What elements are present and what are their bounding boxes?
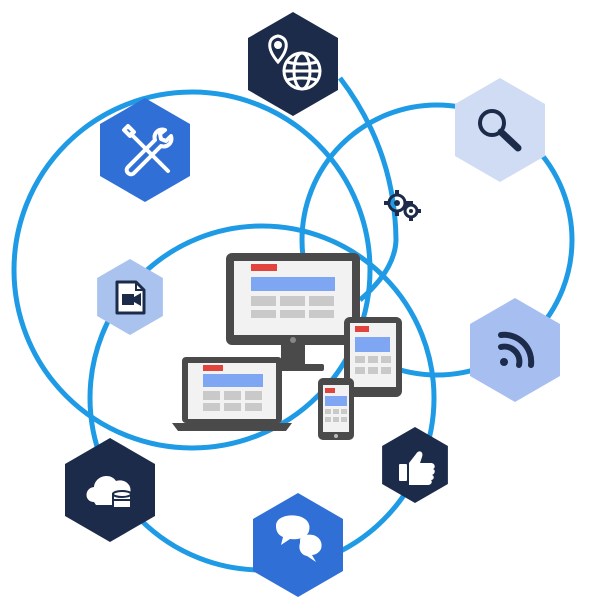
- cloud-database-icon: [86, 476, 132, 509]
- laptop: [172, 357, 292, 431]
- rss-feed-icon: [498, 331, 535, 368]
- hex-chat[interactable]: [253, 493, 343, 597]
- ring-top-arc: [338, 76, 399, 302]
- map-pin-globe-icon: [268, 34, 322, 91]
- desktop-monitor: [226, 253, 360, 371]
- chat-bubbles-icon: [276, 515, 322, 562]
- ring-left: [11, 89, 373, 451]
- magnifier-icon: [478, 109, 522, 152]
- ring-right: [299, 102, 575, 378]
- wrench-screwdriver-icon: [122, 124, 174, 177]
- responsive-devices-icon: [172, 253, 402, 440]
- thumbs-up-icon: [399, 451, 435, 485]
- tablet: [344, 317, 402, 397]
- phone: [318, 378, 354, 440]
- gears-icon: [384, 190, 421, 221]
- video-file-icon: [115, 280, 146, 315]
